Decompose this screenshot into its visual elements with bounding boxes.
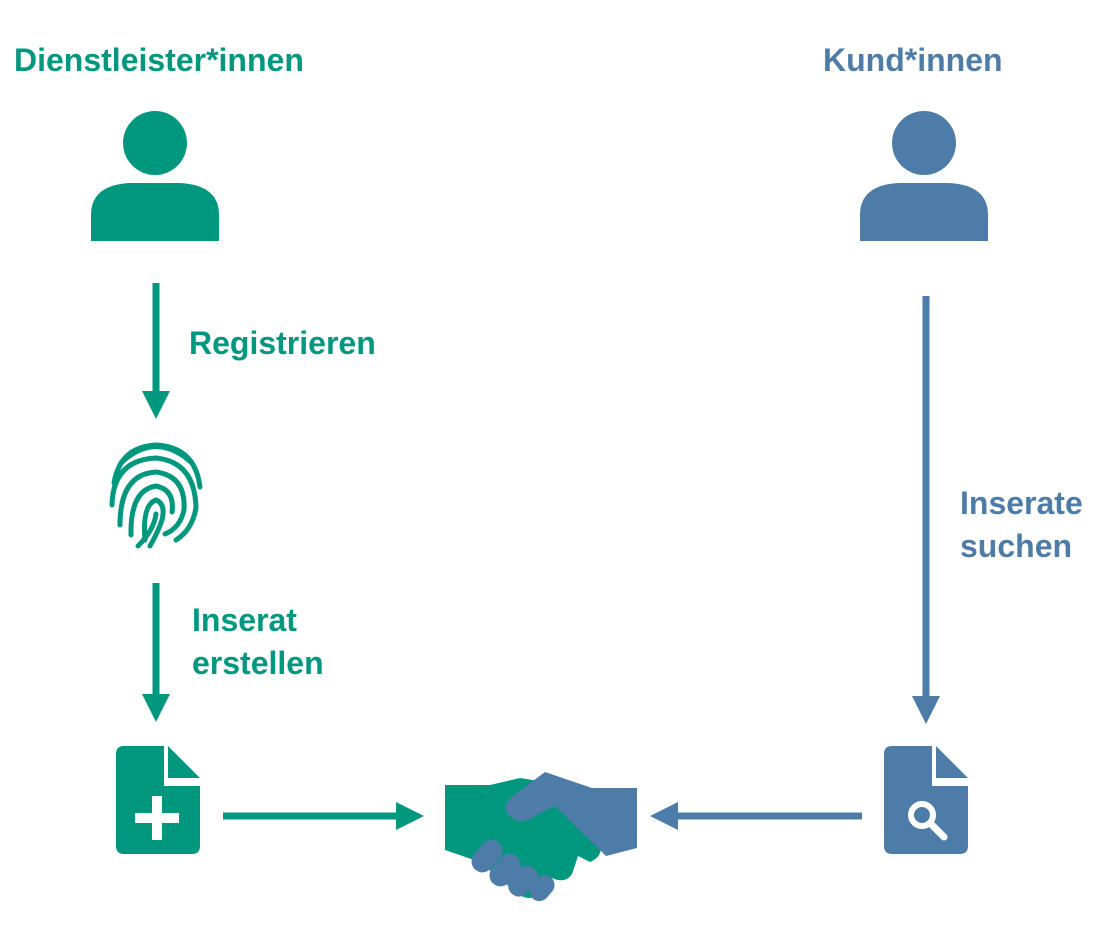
customer-person-icon (860, 111, 988, 241)
create-ad-label-line1: Inserat (192, 602, 297, 638)
customer-heading: Kund*innen (823, 42, 1003, 78)
provider-person-icon (91, 111, 219, 241)
handshake-icon (445, 772, 637, 902)
file-plus-icon (116, 746, 200, 854)
fingerprint-icon (109, 442, 203, 549)
provider-heading: Dienstleister*innen (14, 42, 304, 78)
search-ads-label-line1: Inserate (960, 485, 1083, 521)
register-label: Registrieren (189, 325, 376, 361)
file-search-icon (884, 746, 968, 854)
create-ad-label-line2: erstellen (192, 645, 324, 681)
search-ads-label-line2: suchen (960, 528, 1073, 564)
